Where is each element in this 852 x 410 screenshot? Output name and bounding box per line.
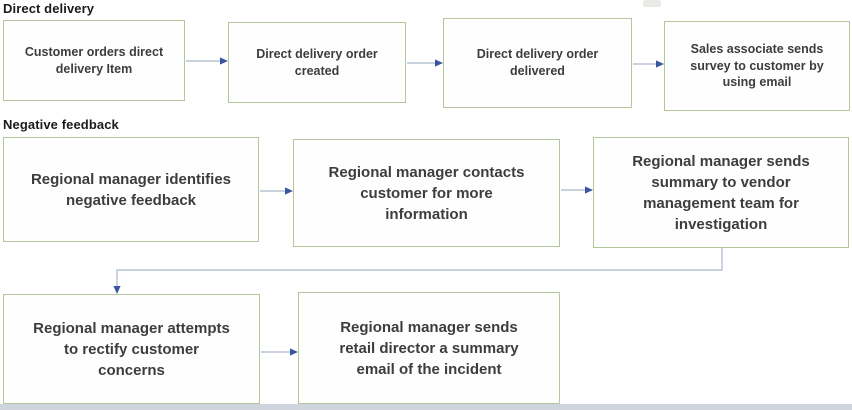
step-customer-orders-direct-delivery-item: Customer orders direct delivery Item [3, 20, 185, 101]
step-direct-delivery-order-delivered: Direct delivery order delivered [443, 18, 632, 108]
step-regional-manager-sends-summary-to-vendor-management: Regional manager sends summary to vendor… [593, 137, 849, 248]
section-title-direct-delivery: Direct delivery [3, 1, 95, 16]
step-sales-associate-sends-survey: Sales associate sends survey to customer… [664, 21, 850, 111]
arrow-contacts-to-vendor-summary [561, 186, 593, 194]
arrow-created-to-delivered [407, 59, 443, 67]
step-direct-delivery-order-created: Direct delivery order created [228, 22, 406, 103]
arrow-delivered-to-survey [633, 60, 664, 68]
step-regional-manager-sends-retail-director-summary: Regional manager sends retail director a… [298, 292, 560, 404]
screenshot-artifact [643, 0, 661, 7]
bottom-edge-strip [0, 404, 852, 410]
arrow-identifies-to-contacts [260, 187, 293, 195]
section-title-negative-feedback: Negative feedback [3, 117, 119, 132]
step-regional-manager-identifies-negative-feedback: Regional manager identifies negative fee… [3, 137, 259, 242]
step-regional-manager-attempts-to-rectify-concerns: Regional manager attempts to rectify cus… [3, 294, 260, 404]
arrow-rectify-to-retail-director-email [261, 348, 298, 356]
arrow-orders-to-created [186, 57, 228, 65]
arrow-vendor-summary-to-rectify [113, 248, 723, 294]
step-regional-manager-contacts-customer: Regional manager contacts customer for m… [293, 139, 560, 247]
